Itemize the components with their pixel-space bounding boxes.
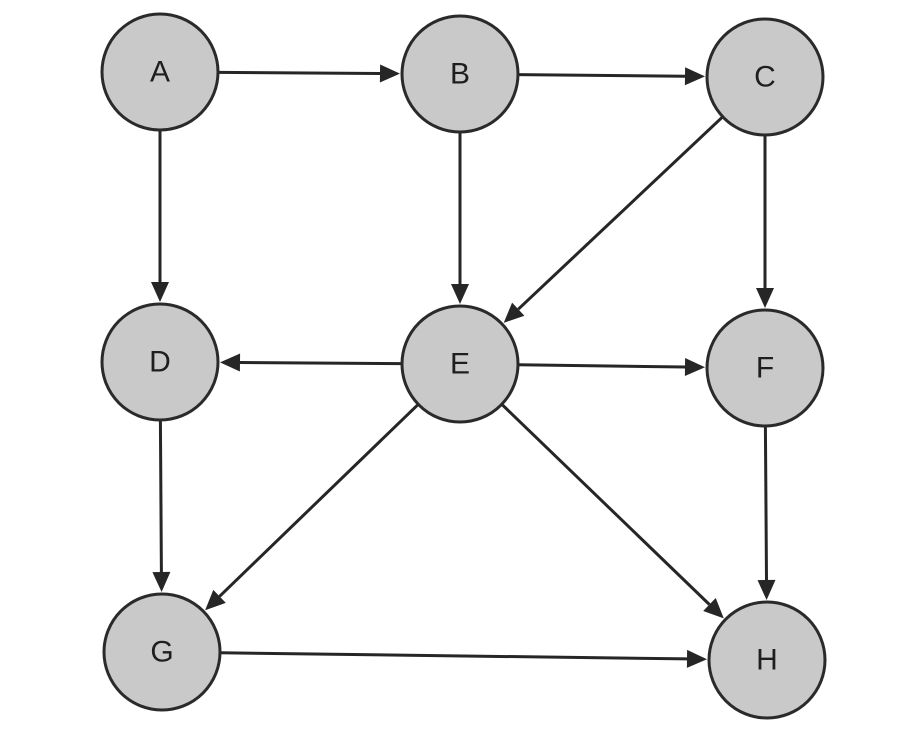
arrowhead-e-f <box>684 358 705 376</box>
node-d: D <box>100 302 220 422</box>
node-a-circle <box>100 12 220 132</box>
arrowhead-g-h <box>686 649 707 668</box>
arrowhead-e-g <box>205 589 226 611</box>
node-h-label: H <box>756 644 778 677</box>
edge-line-e-g <box>218 403 420 598</box>
edge-line-e-d <box>239 361 403 366</box>
node-f-label: F <box>756 352 774 385</box>
arrowhead-b-e <box>451 284 469 304</box>
node-c-label: C <box>754 61 776 94</box>
node-c-circle <box>705 17 825 137</box>
edge-line-a-b <box>217 70 381 75</box>
arrowhead-a-b <box>379 64 400 83</box>
edge-d-g <box>152 419 171 592</box>
node-g-circle <box>102 592 222 712</box>
node-h-circle <box>707 600 827 720</box>
edges-layer <box>151 64 776 668</box>
edge-f-h <box>757 425 776 600</box>
node-b-circle <box>400 14 520 134</box>
arrowhead-a-d <box>151 282 169 302</box>
edge-e-d <box>220 353 403 372</box>
node-e: E <box>400 304 520 424</box>
node-h: H <box>707 600 827 720</box>
node-a-label: A <box>150 56 170 89</box>
edge-c-e <box>503 115 724 323</box>
edge-g-h <box>219 649 707 668</box>
edge-e-g <box>205 403 420 611</box>
nodes-layer: A B C D E F G H <box>100 12 827 720</box>
node-e-label: E <box>450 348 470 381</box>
edge-b-e <box>451 132 469 304</box>
edge-line-c-e <box>517 115 724 311</box>
arrowhead-e-d <box>220 353 241 372</box>
arrowhead-f-h <box>757 579 776 600</box>
node-d-circle <box>100 302 220 422</box>
edge-line-e-f <box>517 363 686 369</box>
node-b-label: B <box>450 58 470 91</box>
edge-line-d-g <box>158 419 163 573</box>
arrowhead-c-e <box>503 302 525 323</box>
arrowhead-d-g <box>152 571 171 592</box>
node-e-circle <box>400 304 520 424</box>
arrowhead-c-f <box>756 288 774 308</box>
edge-e-h <box>500 403 724 619</box>
edge-a-d <box>151 130 169 302</box>
node-a: A <box>100 12 220 132</box>
node-f-circle <box>705 308 825 428</box>
node-f: F <box>705 308 825 428</box>
edge-a-b <box>217 64 400 83</box>
arrowhead-e-h <box>703 598 724 619</box>
edge-b-c <box>517 67 705 86</box>
edge-e-f <box>517 358 705 376</box>
node-b: B <box>400 14 520 134</box>
arrowhead-b-c <box>684 67 705 86</box>
edge-line-f-h <box>763 425 768 581</box>
node-c: C <box>705 17 825 137</box>
node-g: G <box>102 592 222 712</box>
edge-line-e-h <box>500 403 711 606</box>
edge-line-g-h <box>219 651 688 661</box>
node-d-label: D <box>149 346 171 379</box>
edge-c-f <box>756 135 774 308</box>
node-g-label: G <box>150 636 173 669</box>
edge-line-b-c <box>517 73 686 78</box>
